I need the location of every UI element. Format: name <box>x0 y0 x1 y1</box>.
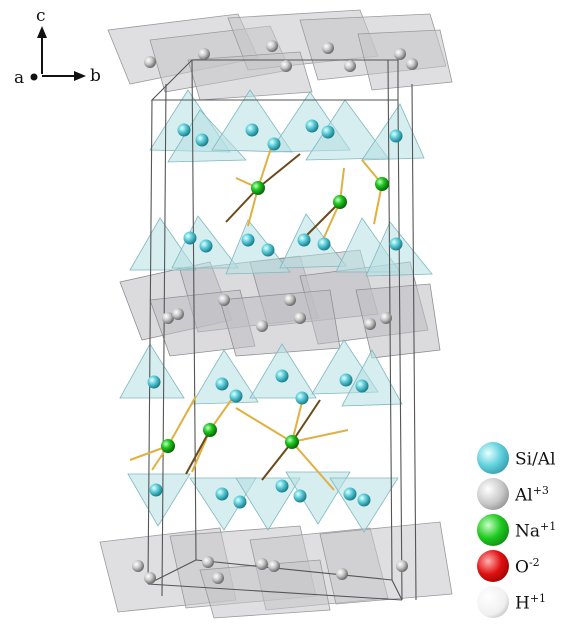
a-axis-label: a <box>14 68 25 88</box>
legend-label: Na+1 <box>515 520 557 542</box>
tetrahedral-layer-4 <box>127 471 399 533</box>
legend-item-h: H+1 <box>475 584 571 622</box>
tetrahedral-layer-2 <box>129 213 433 277</box>
si-al-swatch <box>477 442 509 474</box>
na-swatch <box>477 514 509 546</box>
legend-label: H+1 <box>515 592 547 614</box>
axis-indicator <box>30 26 86 81</box>
sodium-atoms <box>161 177 389 453</box>
octahedral-layer-bottom <box>99 521 453 619</box>
legend-label: O-2 <box>515 556 540 578</box>
o-swatch <box>477 550 509 582</box>
legend-item-na: Na+1 <box>475 512 571 550</box>
b-axis-label: b <box>90 66 101 86</box>
aluminium-atoms <box>132 40 418 584</box>
legend-item-o: O-2 <box>475 548 571 586</box>
legend-label: Al+3 <box>515 484 549 506</box>
c-axis-label: c <box>36 6 46 26</box>
bonds <box>129 144 383 491</box>
tetrahedral-layer-1 <box>149 89 425 163</box>
legend-item-si-al: Si/Al <box>475 440 571 478</box>
legend-item-al: Al+3 <box>475 476 571 514</box>
legend-label: Si/Al <box>515 449 556 470</box>
unit-cell-edges <box>147 59 417 601</box>
a-axis-dot <box>30 73 38 81</box>
al-swatch <box>477 478 509 510</box>
h-swatch <box>477 586 509 618</box>
si-al-atoms <box>147 119 403 509</box>
